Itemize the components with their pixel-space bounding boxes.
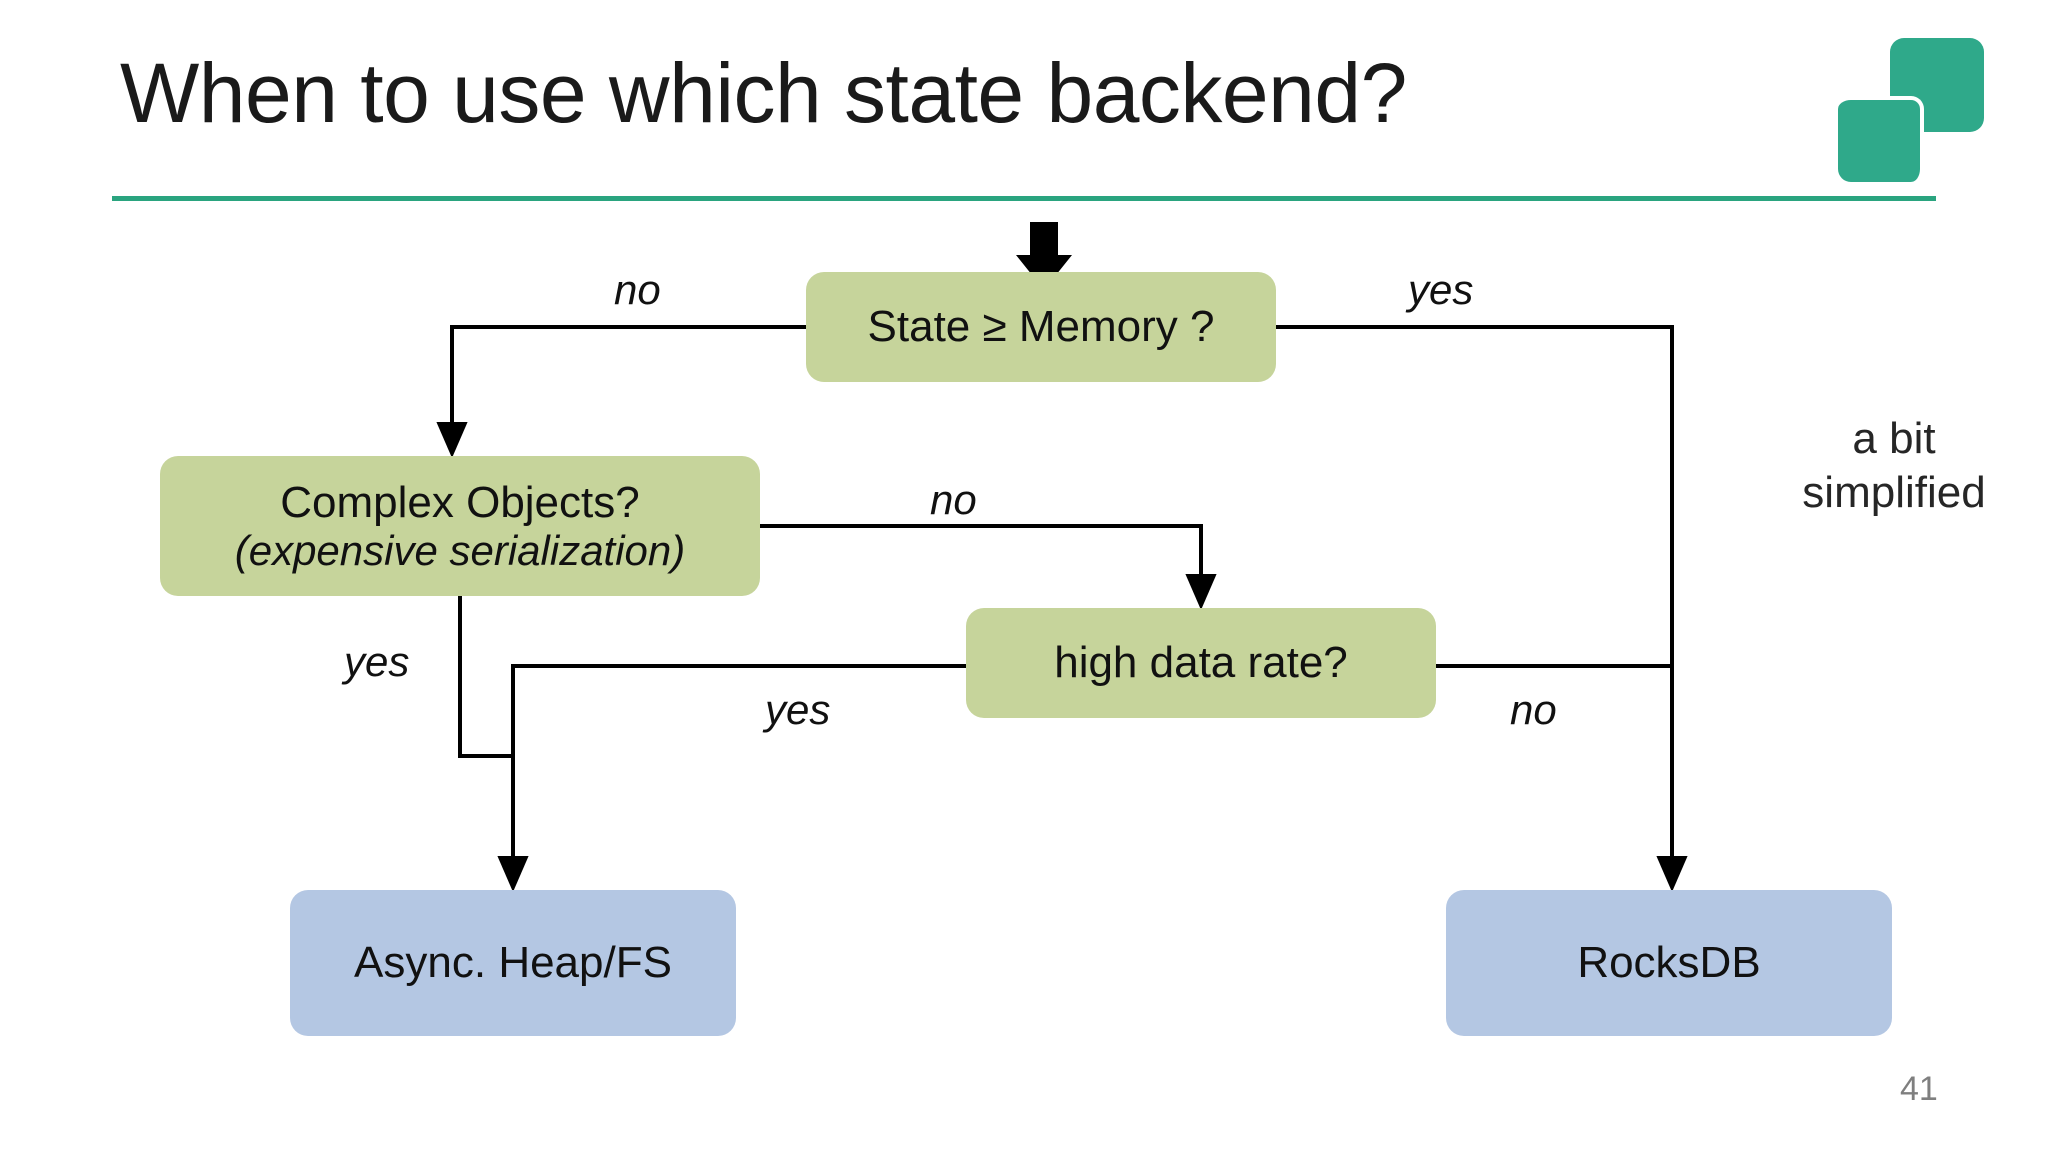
edge-rate-yes — [497, 664, 966, 892]
edge-label-state-no: no — [614, 266, 661, 313]
slide-number: 41 — [1900, 1070, 1938, 1108]
edge-complex-yes — [458, 596, 513, 758]
logo-small-square-icon — [1838, 96, 1924, 182]
result-node-async-heap-fs-label: Async. Heap/FS — [354, 938, 672, 988]
result-node-rocksdb-label: RocksDB — [1577, 938, 1761, 988]
side-note-line2: simplified — [1802, 467, 1986, 517]
edge-complex-no — [760, 524, 1217, 610]
edge-label-complex-yes: yes — [344, 638, 410, 685]
edge-state-yes — [1276, 325, 1688, 892]
title-divider — [112, 196, 1936, 201]
decision-node-complex-objects[interactable]: Complex Objects? (expensive serializatio… — [160, 456, 760, 596]
page-title: When to use which state backend? — [120, 46, 1407, 140]
decision-node-complex-objects-sublabel: (expensive serialization) — [234, 527, 686, 575]
edge-label-complex-no: no — [930, 476, 977, 523]
edge-label-rate-yes: yes — [765, 686, 831, 733]
entry-arrow-icon — [1016, 222, 1072, 290]
result-node-rocksdb[interactable]: RocksDB — [1446, 890, 1892, 1036]
decision-node-state[interactable]: State ≥ Memory ? — [806, 272, 1276, 382]
edge-state-no — [436, 325, 806, 458]
edge-label-rate-no: no — [1510, 686, 1557, 733]
two-squares-logo-icon — [1838, 38, 1984, 186]
decision-node-high-data-rate[interactable]: high data rate? — [966, 608, 1436, 718]
result-node-async-heap-fs[interactable]: Async. Heap/FS — [290, 890, 736, 1036]
decision-node-high-data-rate-label: high data rate? — [1054, 638, 1348, 688]
edge-label-state-yes: yes — [1408, 266, 1474, 313]
side-note-line1: a bit — [1852, 414, 1936, 463]
decision-node-complex-objects-label: Complex Objects? — [280, 477, 640, 527]
decision-node-state-label: State ≥ Memory ? — [867, 302, 1215, 352]
side-note: a bit simplified — [1760, 412, 2028, 519]
